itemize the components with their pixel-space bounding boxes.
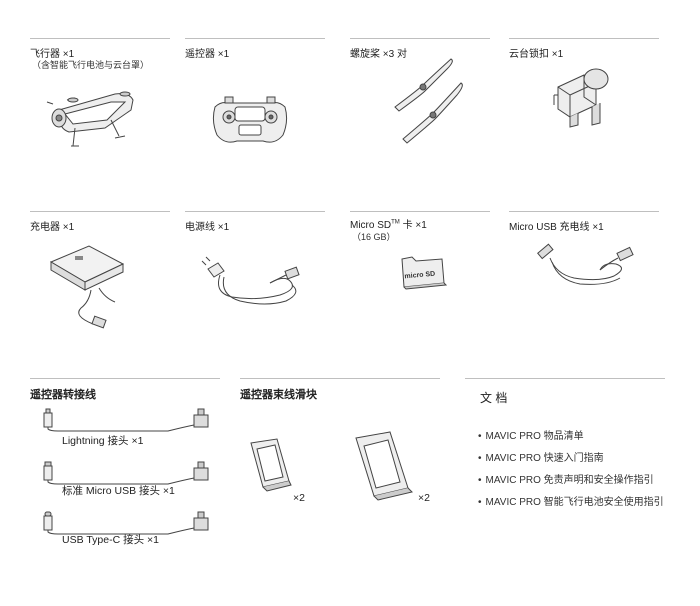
cable-slider-large-icon (350, 428, 415, 503)
divider (240, 378, 440, 379)
divider (185, 38, 325, 39)
section-title-documents: 文 档 (480, 391, 508, 405)
divider (509, 211, 659, 212)
item-title-micro-usb-cable: Micro USB 充电线 ×1 (509, 222, 604, 233)
micro-usb-cable-icon (530, 240, 635, 295)
rc-cable-label-type-c: USB Type-C 接头 ×1 (62, 534, 159, 546)
item-subtitle-aircraft: （含智能飞行电池与云台罩） (32, 60, 150, 70)
power-cable-icon (200, 245, 310, 320)
rc-cable-label-micro-usb: 标准 Micro USB 接头 ×1 (62, 485, 175, 497)
rc-cable-label-lightning: Lightning 接头 ×1 (62, 435, 144, 447)
remote-controller-icon (205, 95, 295, 150)
divider (350, 211, 490, 212)
item-title-gimbal-clamp: 云台锁扣 ×1 (509, 49, 564, 60)
item-subtitle-microsd: （16 GB） (352, 232, 396, 242)
divider (30, 211, 170, 212)
item-title-aircraft: 飞行器 ×1 (30, 49, 75, 60)
divider (185, 211, 325, 212)
document-item: •MAVIC PRO 快速入门指南 (478, 453, 604, 464)
divider (465, 378, 665, 379)
item-title-remote: 遥控器 ×1 (185, 49, 230, 60)
divider (509, 38, 659, 39)
slider-qty-small: ×2 (293, 492, 305, 504)
microsd-card-label: micro SD (404, 271, 435, 281)
usb-type-c-cable-icon (38, 508, 218, 540)
item-title-charger: 充电器 ×1 (30, 222, 75, 233)
drone-icon (45, 80, 140, 155)
lightning-cable-icon (38, 405, 218, 437)
divider (30, 378, 220, 379)
divider (350, 38, 490, 39)
divider (30, 38, 170, 39)
document-item: •MAVIC PRO 智能飞行电池安全使用指引 (478, 497, 664, 508)
propellers-icon (385, 55, 470, 145)
cable-slider-small-icon (245, 435, 295, 495)
section-title-rc-cables: 遥控器转接线 (30, 389, 96, 401)
document-item: •MAVIC PRO 免责声明和安全操作指引 (478, 475, 654, 486)
document-item: •MAVIC PRO 物品清单 (478, 431, 584, 442)
section-title-cable-sliders: 遥控器束线滑块 (240, 389, 317, 401)
gimbal-clamp-icon (548, 65, 618, 140)
microsd-card-icon: micro SD (398, 253, 448, 291)
item-title-power-cable: 电源线 ×1 (185, 222, 230, 233)
charger-icon (45, 240, 135, 335)
slider-qty-large: ×2 (418, 492, 430, 504)
item-title-propellers: 螺旋桨 ×3 对 (350, 49, 407, 60)
item-title-microsd: Micro SDTM 卡 ×1 (350, 219, 427, 231)
micro-usb-connector-cable-icon (38, 458, 218, 490)
